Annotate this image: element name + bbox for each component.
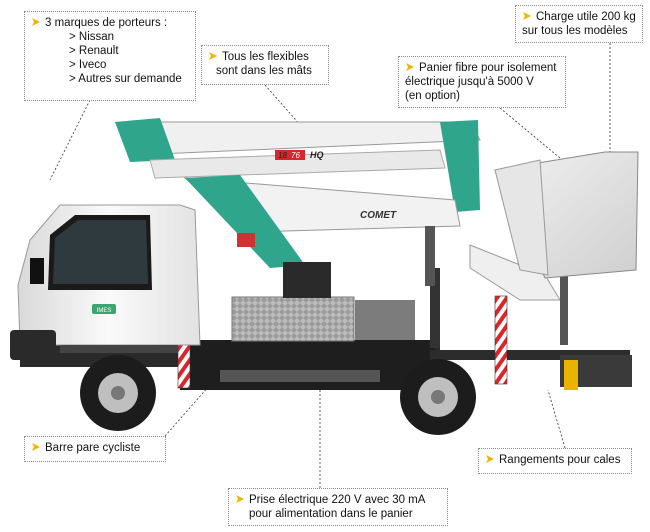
front-wheel — [80, 355, 156, 431]
side-tray — [355, 300, 415, 340]
arrow-icon — [523, 12, 531, 20]
arrow-icon — [209, 52, 217, 60]
basket-assembly — [469, 151, 639, 345]
basket-line2: électrique jusqu'à 5000 V — [405, 76, 534, 88]
arrow-icon — [236, 495, 244, 503]
callout-brands: 3 marques de porteurs : > Nissan > Renau… — [24, 11, 196, 101]
bar-text: Barre pare cycliste — [45, 442, 141, 454]
boom-badge-right: HQ — [310, 150, 324, 160]
load-line1: Charge utile 200 kg — [536, 11, 636, 23]
brands-title: 3 marques de porteurs : — [45, 17, 168, 29]
arrow-icon — [486, 455, 494, 463]
boom-badge-mid: 76 — [291, 151, 300, 160]
basket-line3: (en option) — [405, 90, 460, 102]
boom-badge-left: 18 — [278, 151, 287, 160]
hazard-post-right — [494, 295, 508, 385]
load-line2: sur tous les modèles — [522, 25, 628, 37]
boom-upper: 18 76 HQ — [115, 118, 481, 212]
brand-other: > Autres sur demande — [69, 73, 182, 85]
brand-iveco: > Iveco — [69, 59, 107, 71]
callout-socket: Prise électrique 220 V avec 30 mA pour a… — [228, 488, 448, 526]
hoses-line2: sont dans les mâts — [216, 65, 312, 77]
callout-storage: Rangements pour cales — [478, 448, 632, 474]
rear-wheel — [400, 359, 476, 435]
storage-text: Rangements pour cales — [499, 454, 621, 466]
callout-load: Charge utile 200 kg sur tous les modèles — [515, 5, 643, 43]
toolbox — [231, 296, 355, 342]
brand-renault: > Renault — [69, 45, 119, 57]
boom-lower: COMET — [183, 175, 461, 298]
hoses-line1: Tous les flexibles — [222, 51, 309, 63]
arrow-icon — [32, 443, 40, 451]
brand-nissan: > Nissan — [69, 31, 115, 43]
callout-bar: Barre pare cycliste — [24, 436, 166, 462]
callout-basket: Panier fibre pour isolement électrique j… — [398, 56, 566, 108]
callout-hoses: Tous les flexibles sont dans les mâts — [201, 45, 329, 85]
socket-line2: pour alimentation dans le panier — [249, 508, 413, 520]
cab: IMES — [10, 204, 201, 360]
boom-brand: COMET — [360, 210, 397, 221]
arrow-icon — [406, 63, 414, 71]
arrow-icon — [32, 18, 40, 26]
socket-line1: Prise électrique 220 V avec 30 mA — [249, 494, 426, 506]
door-logo: IMES — [97, 308, 112, 314]
basket-line1: Panier fibre pour isolement — [419, 62, 557, 74]
